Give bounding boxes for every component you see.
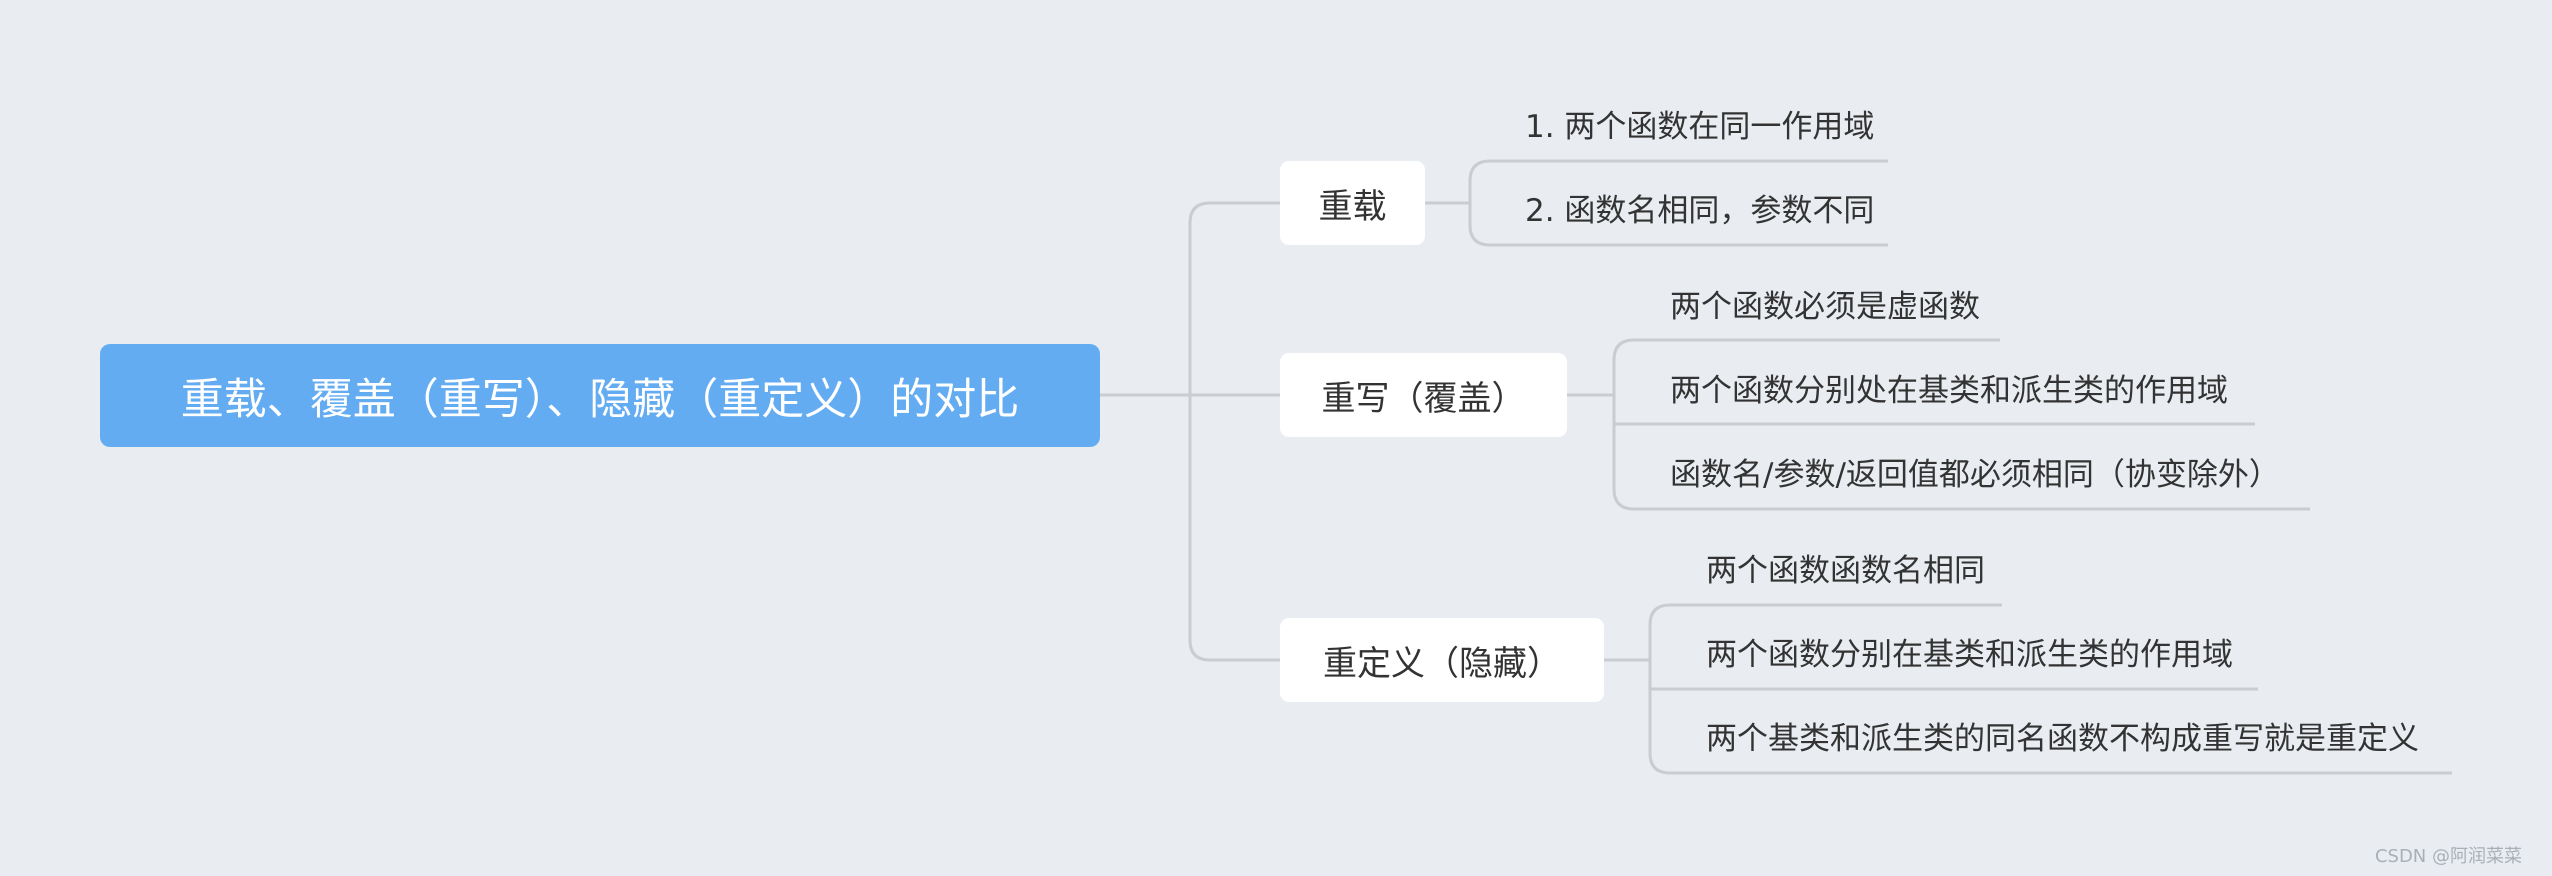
branch-redefine[interactable]: 重定义（隐藏） <box>1280 618 1604 702</box>
branch-override[interactable]: 重写（覆盖） <box>1280 353 1567 437</box>
leaf-redefine-1[interactable]: 两个函数函数名相同 <box>1706 553 1985 589</box>
root-topic-label: 重载、覆盖（重写）、隐藏（重定义）的对比 <box>180 374 1020 425</box>
branch-override-label: 重写（覆盖） <box>1321 378 1526 419</box>
leaf-overload-2[interactable]: 2. 函数名相同，参数不同 <box>1525 193 1875 229</box>
leaf-redefine-2[interactable]: 两个函数分别在基类和派生类的作用域 <box>1706 637 2233 673</box>
branch-overload-label: 重载 <box>1318 186 1387 227</box>
leaf-overload-1[interactable]: 1. 两个函数在同一作用域 <box>1525 109 1875 145</box>
leaf-redefine-3[interactable]: 两个基类和派生类的同名函数不构成重写就是重定义 <box>1706 721 2419 757</box>
root-topic[interactable]: 重载、覆盖（重写）、隐藏（重定义）的对比 <box>100 344 1100 447</box>
leaf-override-2[interactable]: 两个函数分别处在基类和派生类的作用域 <box>1670 373 2228 409</box>
leaf-override-3[interactable]: 函数名/参数/返回值都必须相同（协变除外） <box>1670 457 2280 493</box>
trunk-connector <box>1188 201 1280 662</box>
branch-1-bracket <box>1468 159 1888 247</box>
watermark: CSDN @阿润菜菜 <box>2374 846 2522 867</box>
branch-redefine-label: 重定义（隐藏） <box>1323 643 1561 684</box>
branch-overload[interactable]: 重载 <box>1280 161 1425 245</box>
leaf-override-1[interactable]: 两个函数必须是虚函数 <box>1670 289 1980 325</box>
